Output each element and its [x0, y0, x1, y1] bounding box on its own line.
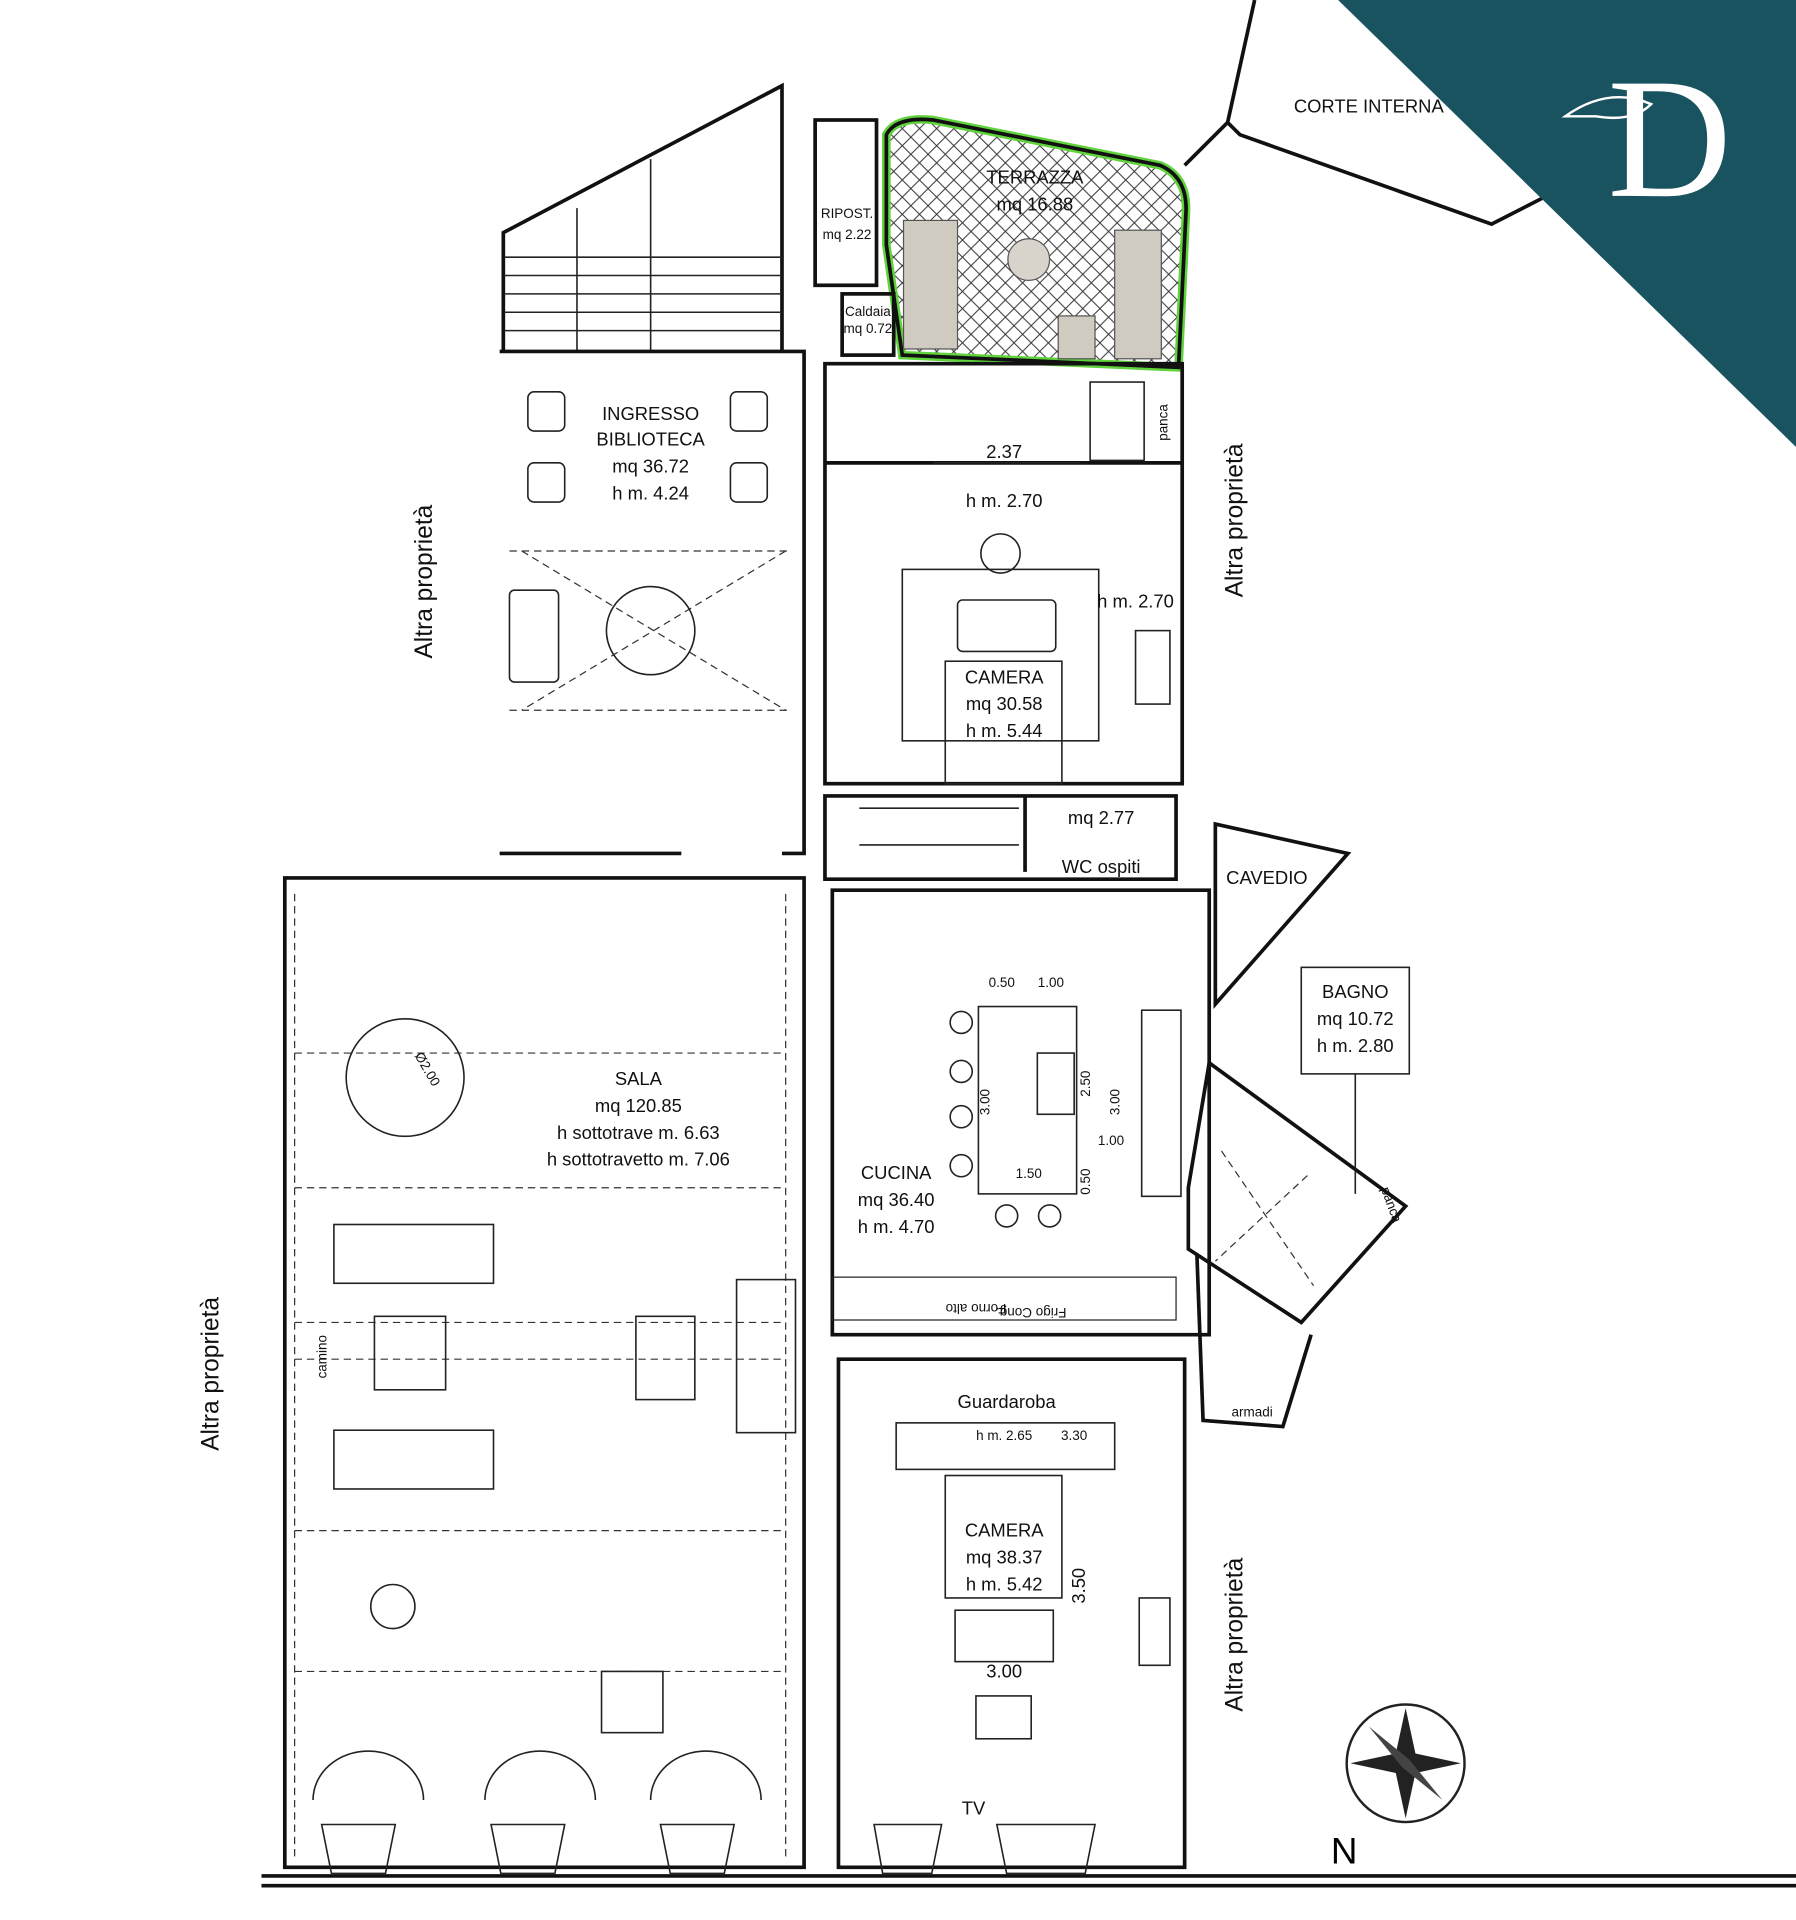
sala-table: Ø2.00: [412, 1050, 443, 1089]
camera-top: 2.37 panca h m. 2.70 h m. 2.70 CAMERA mq…: [823, 361, 1185, 786]
wc-area: mq 2.77: [1068, 807, 1134, 828]
camera1-h3: h m. 2.70: [1097, 590, 1174, 611]
cucina-dim-3: 2.50: [1078, 1071, 1093, 1097]
camera2-name: CAMERA: [965, 1520, 1044, 1541]
cucina-area: mq 36.40: [858, 1189, 935, 1210]
horse-icon: [1561, 96, 1654, 120]
camera1-height: h m. 5.44: [966, 720, 1043, 741]
altra-proprieta-3: Altra proprietà: [197, 1297, 224, 1451]
camera2-dim-v: 3.50: [1068, 1568, 1089, 1604]
cavedio: CAVEDIO: [1213, 821, 1352, 1009]
north-label: N: [1331, 1831, 1358, 1872]
bagno: BAGNO mq 10.72 h m. 2.80 panca armadi: [1186, 966, 1411, 1429]
cucina-name: CUCINA: [861, 1162, 932, 1183]
sala-name: SALA: [615, 1068, 663, 1089]
cucina: 0.50 1.00 3.00 2.50 3.00 1.00 1.50 0.50 …: [830, 888, 1212, 1337]
guardaroba-label: Guardaroba: [958, 1391, 1057, 1412]
camera1-area: mq 30.58: [966, 693, 1043, 714]
cucina-dim-7: 0.50: [1078, 1169, 1093, 1195]
caldaia-name: Caldaia: [845, 304, 891, 319]
camera2-tv: TV: [962, 1798, 986, 1819]
camera2-dim-h: 3.00: [986, 1661, 1022, 1682]
sala: Ø2.00 camino SALA mq 120.85 h sottotrave…: [282, 876, 806, 1870]
cucina-dim-6: 1.50: [1016, 1166, 1042, 1181]
corte-interna: CORTE INTERNA: [1183, 0, 1548, 227]
cucina-dim-5: 1.00: [1098, 1133, 1124, 1148]
cavedio-label: CAVEDIO: [1226, 867, 1307, 888]
cucina-dim-4: 3.00: [1108, 1089, 1123, 1115]
cucina-dim-0: 0.50: [989, 975, 1015, 990]
cucina-dim-1: 1.00: [1038, 975, 1064, 990]
sala-camino: camino: [315, 1335, 330, 1378]
guardaroba-height: h m. 2.65: [976, 1428, 1032, 1443]
camera1-panca: panca: [1155, 404, 1170, 441]
camera-bottom: Guardaroba h m. 2.65 3.30 CAMERA mq 38.3…: [836, 1357, 1187, 1870]
bagno-height: h m. 2.80: [1317, 1035, 1394, 1056]
ingresso-name2: BIBLIOTECA: [596, 429, 705, 450]
camera1-dim: 2.37: [986, 441, 1022, 462]
camera2-height: h m. 5.42: [966, 1574, 1043, 1595]
camera1-name: CAMERA: [965, 666, 1044, 687]
altra-proprieta-4: Altra proprietà: [1221, 1557, 1248, 1711]
bagno-area: mq 10.72: [1317, 1008, 1394, 1029]
ingresso-biblioteca: INGRESSO BIBLIOTECA mq 36.72 h m. 4.24: [499, 349, 806, 856]
guardaroba-dim: 3.30: [1061, 1428, 1087, 1443]
sala-h1: h sottotrave m. 6.63: [557, 1122, 720, 1143]
cucina-frigo: Frigo Cong.: [996, 1305, 1066, 1320]
terrazza: TERRAZZA mq 16.88: [882, 115, 1191, 372]
wc-name: WC ospiti: [1062, 856, 1141, 877]
compass-rose-icon: N: [1331, 1703, 1466, 1872]
ripost-area: mq 2.22: [823, 227, 872, 242]
ingresso-area: mq 36.72: [612, 456, 689, 477]
bagno-armadi: armadi: [1232, 1405, 1273, 1420]
sala-area: mq 120.85: [595, 1095, 682, 1116]
cucina-dim-2: 3.00: [977, 1089, 992, 1115]
cucina-forno: Forno alto: [946, 1301, 1007, 1316]
altra-proprieta-1: Altra proprietà: [411, 504, 438, 658]
ingresso-name1: INGRESSO: [602, 403, 699, 424]
cucina-height: h m. 4.70: [858, 1216, 935, 1237]
terrazza-name: TERRAZZA: [986, 167, 1084, 188]
ripostiglio: RIPOST. mq 2.22: [813, 118, 879, 288]
corte-label: CORTE INTERNA: [1294, 96, 1445, 117]
brand-logo: D: [1338, 0, 1796, 447]
bagno-name: BAGNO: [1322, 981, 1388, 1002]
camera1-h2: h m. 2.70: [966, 490, 1043, 511]
caldaia: Caldaia mq 0.72: [840, 292, 896, 357]
caldaia-area: mq 0.72: [844, 321, 893, 336]
ripost-name: RIPOST.: [821, 206, 873, 221]
ingresso-height: h m. 4.24: [612, 483, 689, 504]
logo-letter: D: [1608, 44, 1732, 234]
wc-ospiti: mq 2.77 WC ospiti: [823, 794, 1178, 882]
terrazza-area: mq 16.88: [997, 194, 1074, 215]
staircase-top: [501, 82, 784, 352]
camera2-area: mq 38.37: [966, 1547, 1043, 1568]
altra-proprieta-2: Altra proprietà: [1221, 443, 1248, 597]
sala-h2: h sottotravetto m. 7.06: [547, 1149, 730, 1170]
